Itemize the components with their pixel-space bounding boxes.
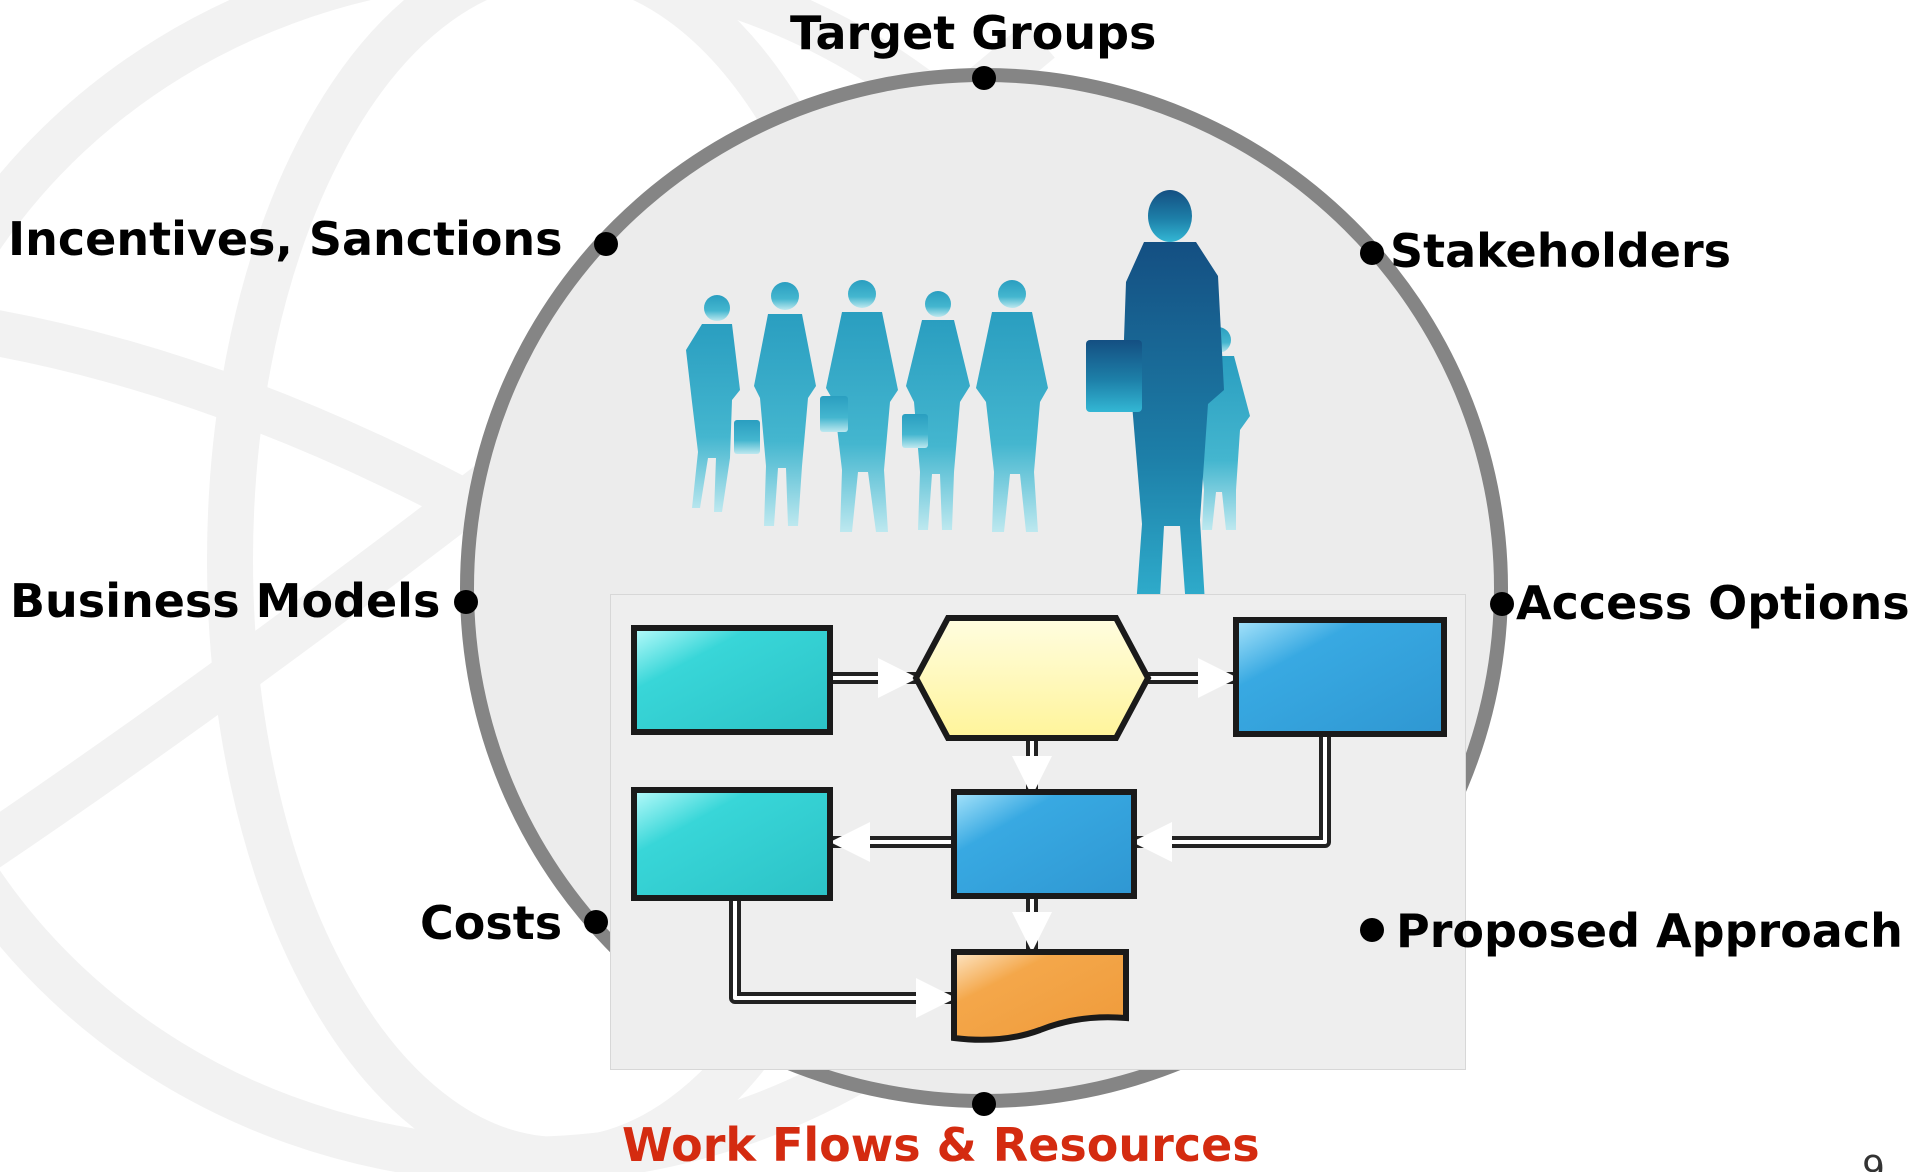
business-models-dot	[454, 590, 478, 614]
costs-dot	[584, 910, 608, 934]
label-work-flows-resources: Work Flows & Resources	[622, 1118, 1260, 1172]
workflow-flowchart-icon	[610, 594, 1466, 1070]
label-target-groups: Target Groups	[790, 6, 1157, 60]
access-options-dot	[1490, 592, 1514, 616]
label-business-models: Business Models	[10, 574, 441, 628]
business-people-icon	[686, 190, 1250, 634]
incentives-sanctions-dot	[594, 232, 618, 256]
work-flows-resources-dot	[972, 1092, 996, 1116]
label-stakeholders: Stakeholders	[1390, 224, 1732, 278]
label-proposed-approach: Proposed Approach	[1396, 904, 1903, 958]
target-groups-dot	[972, 66, 996, 90]
proposed-approach-dot	[1360, 918, 1384, 942]
page-number: 9	[1862, 1149, 1885, 1172]
label-access-options: Access Options	[1516, 576, 1910, 630]
label-costs: Costs	[420, 896, 563, 950]
stakeholders-dot	[1360, 241, 1384, 265]
label-incentives-sanctions: Incentives, Sanctions	[8, 212, 563, 266]
